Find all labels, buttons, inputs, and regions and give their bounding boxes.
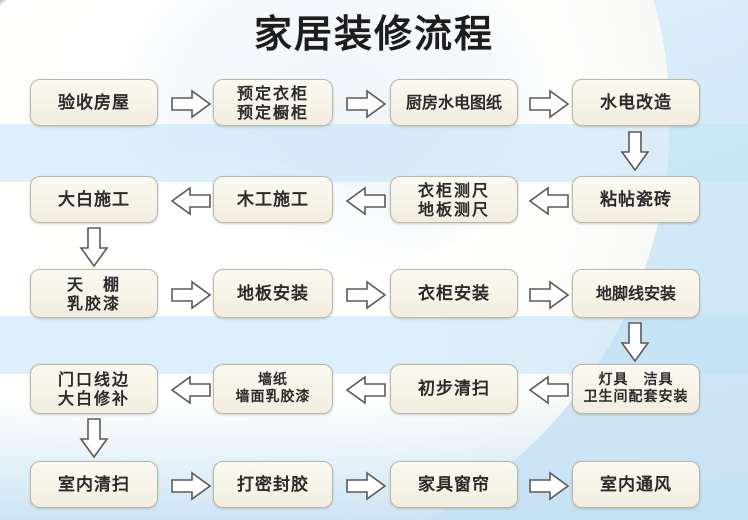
flow-node-label: 打密封胶	[237, 474, 309, 495]
flow-node-4[interactable]: 水电改造	[572, 79, 700, 126]
arrow-right-17-18	[170, 471, 212, 501]
flow-node-label: 室内通风	[600, 474, 672, 495]
flow-node-2[interactable]: 预定衣柜 预定橱柜	[213, 79, 333, 126]
flow-node-label: 灯具 洁具 卫生间配套安装	[583, 372, 689, 405]
arrow-right-1-2	[170, 89, 212, 119]
flow-node-19[interactable]: 家具窗帘	[390, 461, 518, 508]
flow-node-label: 水电改造	[600, 92, 672, 113]
arrow-left-14-13	[170, 375, 212, 405]
flow-node-label: 大白施工	[58, 189, 130, 210]
arrow-left-15-14	[345, 375, 387, 405]
flow-node-label: 粘帖瓷砖	[600, 189, 672, 210]
corner-swoosh-decoration	[0, 0, 124, 86]
flow-node-18[interactable]: 打密封胶	[213, 461, 333, 508]
arrow-left-8-7	[528, 186, 570, 216]
arrow-right-11-12	[528, 280, 570, 310]
arrow-down-13-17	[79, 417, 109, 459]
flow-node-label: 地脚线安装	[595, 283, 676, 303]
arrow-left-16-15	[528, 375, 570, 405]
flow-node-16[interactable]: 灯具 洁具 卫生间配套安装	[572, 364, 700, 414]
arrow-down-4-8	[620, 130, 650, 172]
flow-node-label: 厨房水电图纸	[405, 92, 502, 112]
arrow-right-10-11	[345, 280, 387, 310]
arrow-down-12-16	[620, 321, 650, 363]
flow-node-8[interactable]: 粘帖瓷砖	[572, 176, 700, 223]
arrow-left-6-5	[170, 186, 212, 216]
flow-node-3[interactable]: 厨房水电图纸	[390, 79, 518, 126]
flow-node-label: 天 棚 乳胶漆	[66, 274, 121, 313]
arrow-down-5-9	[79, 226, 109, 268]
flow-node-label: 验收房屋	[58, 92, 130, 113]
arrow-right-9-10	[170, 280, 212, 310]
flow-node-label: 衣柜测尺 地板测尺	[417, 180, 490, 219]
flow-node-17[interactable]: 室内清扫	[30, 461, 158, 508]
flow-node-label: 预定衣柜 预定橱柜	[236, 83, 309, 122]
flow-node-10[interactable]: 地板安装	[213, 269, 333, 318]
flow-node-label: 地板安装	[237, 283, 309, 304]
flow-node-14[interactable]: 墙纸 墙面乳胶漆	[213, 364, 333, 414]
arrow-right-3-4	[528, 89, 570, 119]
flow-node-13[interactable]: 门口线边 大白修补	[30, 364, 158, 414]
flow-node-label: 初步清扫	[418, 379, 490, 399]
flow-node-11[interactable]: 衣柜安装	[390, 269, 518, 318]
flow-node-label: 门口线边 大白修补	[57, 370, 130, 408]
arrow-right-18-19	[345, 471, 387, 501]
flow-node-7[interactable]: 衣柜测尺 地板测尺	[390, 176, 518, 223]
flow-node-label: 室内清扫	[58, 474, 130, 495]
flow-node-6[interactable]: 木工施工	[213, 176, 333, 223]
flow-node-9[interactable]: 天 棚 乳胶漆	[30, 269, 158, 318]
flow-node-12[interactable]: 地脚线安装	[572, 269, 700, 318]
arrow-left-7-6	[345, 186, 387, 216]
flow-node-15[interactable]: 初步清扫	[390, 364, 518, 414]
flow-node-5[interactable]: 大白施工	[30, 176, 158, 223]
flow-node-1[interactable]: 验收房屋	[30, 79, 158, 126]
flow-node-label: 衣柜安装	[418, 283, 490, 304]
arrow-right-19-20	[528, 471, 570, 501]
arrow-right-2-3	[345, 89, 387, 119]
flow-node-label: 木工施工	[237, 189, 309, 210]
flow-node-label: 家具窗帘	[418, 474, 490, 495]
flow-node-20[interactable]: 室内通风	[572, 461, 700, 508]
page-title: 家居装修流程	[253, 12, 494, 56]
flow-node-label: 墙纸 墙面乳胶漆	[235, 372, 311, 405]
